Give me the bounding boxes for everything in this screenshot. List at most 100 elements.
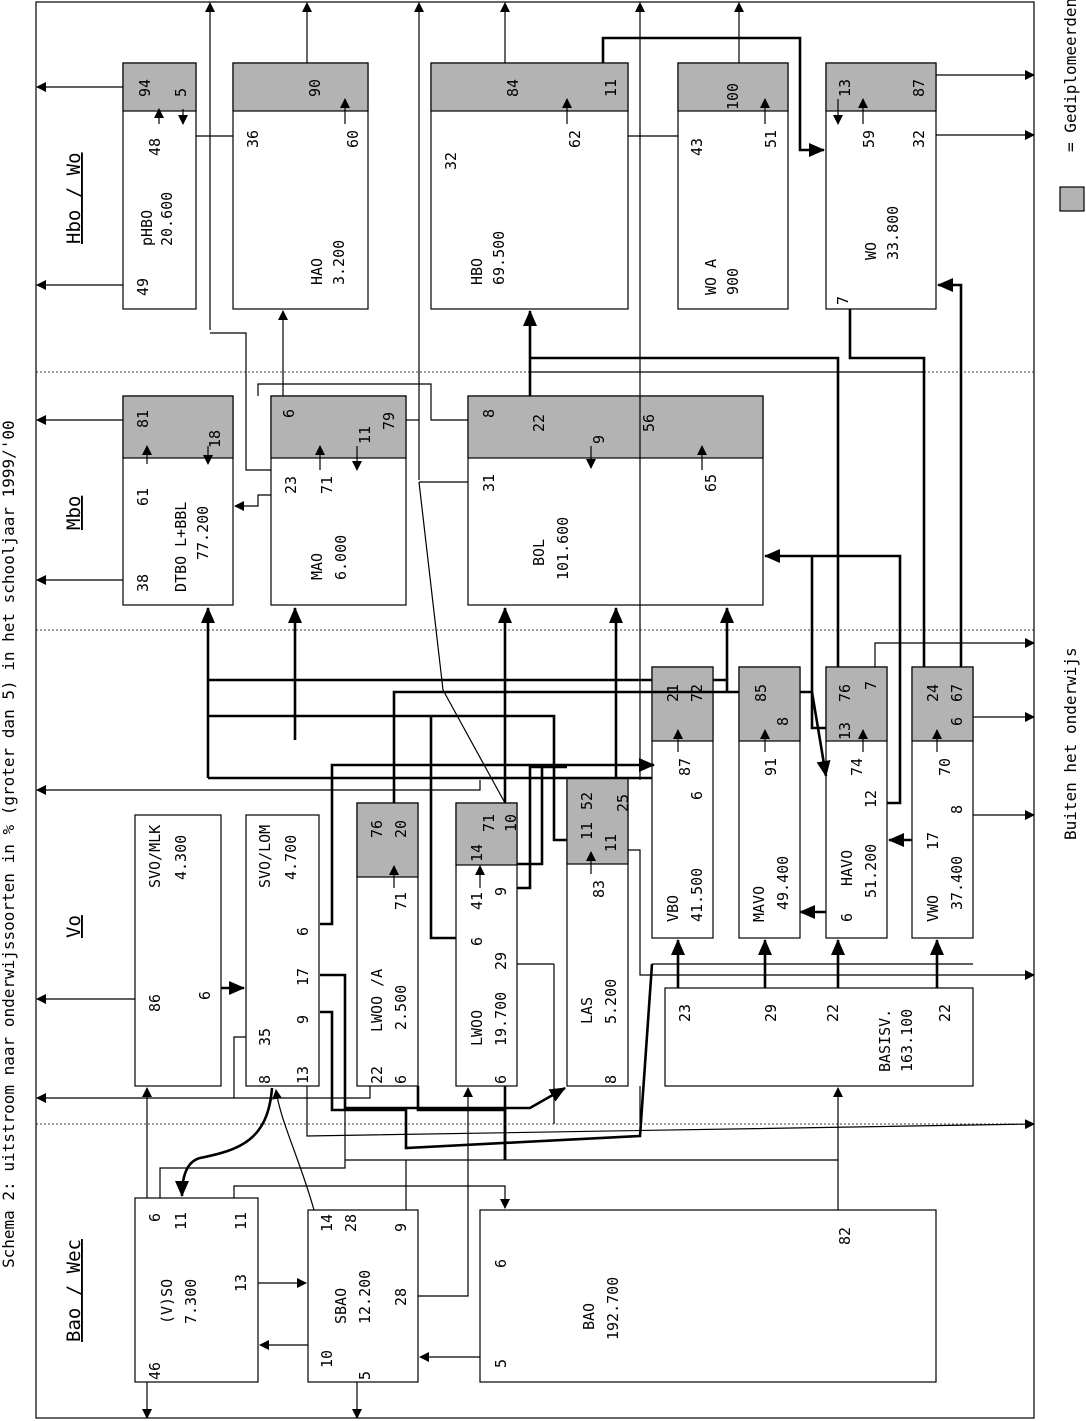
flow-line xyxy=(937,278,963,667)
svg-text:17: 17 xyxy=(924,832,942,850)
flow-line xyxy=(429,716,456,940)
svg-text:6: 6 xyxy=(492,1075,510,1084)
svg-text:WO A: WO A xyxy=(702,259,720,295)
box-vwo: VWO 37.400 24 67 6 70 17 8 xyxy=(911,666,974,939)
svg-text:5: 5 xyxy=(356,1371,374,1380)
svg-text:76: 76 xyxy=(368,820,386,838)
flow-line xyxy=(764,549,902,805)
svg-text:4.300: 4.300 xyxy=(172,835,190,880)
svg-text:29: 29 xyxy=(762,1004,780,1022)
svg-text:8: 8 xyxy=(602,1075,620,1084)
svg-text:VBO: VBO xyxy=(664,895,682,922)
box-svo-mlk: SVO/MLK 4.300 86 6 xyxy=(134,814,222,1087)
svg-text:MAVO: MAVO xyxy=(750,886,768,922)
flow-line xyxy=(601,36,825,157)
svg-text:91: 91 xyxy=(762,758,780,776)
svg-text:22: 22 xyxy=(824,1004,842,1022)
flow-line xyxy=(36,780,481,795)
svg-text:83: 83 xyxy=(590,880,608,898)
svg-text:61: 61 xyxy=(134,488,152,506)
flow-line xyxy=(713,678,729,692)
svg-text:22: 22 xyxy=(530,414,548,432)
svg-text:13: 13 xyxy=(294,1066,312,1084)
svg-text:46: 46 xyxy=(146,1362,164,1380)
flow-line xyxy=(210,332,271,471)
svg-text:LWOO /A: LWOO /A xyxy=(368,969,386,1032)
svg-text:BASISV.: BASISV. xyxy=(876,1009,894,1072)
svg-text:17: 17 xyxy=(294,968,312,986)
box-lwoo-a: LWOO /A 2.500 76 20 71 22 6 xyxy=(356,802,419,1087)
svg-text:82: 82 xyxy=(836,1227,854,1245)
svg-text:6: 6 xyxy=(838,913,856,922)
svg-text:11: 11 xyxy=(356,426,374,444)
box-hbo: HBO 69.500 84 11 62 32 xyxy=(430,62,629,310)
flow-line xyxy=(234,494,271,511)
svg-text:9: 9 xyxy=(492,887,510,896)
svg-text:(V)SO: (V)SO xyxy=(158,1279,176,1324)
svg-text:31: 31 xyxy=(480,474,498,492)
svg-text:WO: WO xyxy=(862,242,880,260)
svg-text:VWO: VWO xyxy=(924,895,942,922)
svg-text:SVO/LOM: SVO/LOM xyxy=(256,825,274,888)
legend-swatch xyxy=(1059,186,1085,212)
svg-text:8: 8 xyxy=(480,409,498,418)
flow-line xyxy=(517,765,567,890)
svg-text:85: 85 xyxy=(752,684,770,702)
flow-line xyxy=(159,1086,346,1198)
svg-text:37.400: 37.400 xyxy=(948,856,966,910)
svg-text:pHBO: pHBO xyxy=(138,210,156,246)
svg-text:5: 5 xyxy=(172,88,190,97)
svg-text:60: 60 xyxy=(344,130,362,148)
box-mao: MAO 6.000 6 79 11 23 71 xyxy=(270,395,407,606)
box-sbao: SBAO 12.200 10 5 14 28 28 9 xyxy=(307,1209,419,1383)
svg-text:23: 23 xyxy=(282,476,300,494)
svg-text:163.100: 163.100 xyxy=(898,1009,916,1072)
section-label-hbo: Hbo / Wo xyxy=(63,152,85,244)
svg-text:59: 59 xyxy=(860,130,878,148)
svg-text:10: 10 xyxy=(502,814,520,832)
box-hao: HAO 3.200 90 36 60 xyxy=(232,62,369,310)
svg-text:32: 32 xyxy=(442,152,460,170)
flow-line xyxy=(175,1087,274,1197)
svg-text:BOL: BOL xyxy=(530,539,548,566)
svg-text:18: 18 xyxy=(206,430,224,448)
svg-text:5.200: 5.200 xyxy=(602,979,620,1024)
svg-text:28: 28 xyxy=(342,1214,360,1232)
box-las: LAS 5.200 52 25 11 11 83 8 xyxy=(566,777,632,1087)
svg-text:11: 11 xyxy=(172,1212,190,1230)
svg-text:6: 6 xyxy=(146,1213,164,1222)
outside-label: Buiten het onderwijs xyxy=(1061,647,1080,840)
svg-text:7: 7 xyxy=(834,296,852,305)
svg-text:8: 8 xyxy=(256,1075,274,1084)
flow-line xyxy=(272,1089,315,1211)
svg-text:74: 74 xyxy=(848,758,866,776)
svg-text:HAVO: HAVO xyxy=(838,850,856,886)
svg-text:DTBO L+BBL: DTBO L+BBL xyxy=(172,502,190,592)
svg-text:7: 7 xyxy=(862,681,880,690)
svg-text:65: 65 xyxy=(702,474,720,492)
svg-text:81: 81 xyxy=(134,410,152,428)
svg-text:36: 36 xyxy=(244,130,262,148)
flow-line xyxy=(233,1036,246,1098)
svg-text:51.200: 51.200 xyxy=(862,844,880,898)
svg-text:41.500: 41.500 xyxy=(688,868,706,922)
svg-text:32: 32 xyxy=(910,130,928,148)
svg-text:10: 10 xyxy=(318,1350,336,1368)
svg-text:LAS: LAS xyxy=(578,997,596,1024)
legend-label: = Gediplomeerden xyxy=(1061,0,1080,152)
svg-text:41: 41 xyxy=(468,892,486,910)
box-wo: WO 33.800 13 87 59 32 7 xyxy=(825,62,937,310)
svg-text:52: 52 xyxy=(578,792,596,810)
svg-text:2.500: 2.500 xyxy=(392,985,410,1030)
box-vso: (V)SO 7.300 46 6 11 13 11 xyxy=(134,1197,259,1383)
flow-line xyxy=(530,356,840,667)
svg-text:76: 76 xyxy=(836,684,854,702)
svg-text:70: 70 xyxy=(936,758,954,776)
svg-text:11: 11 xyxy=(602,834,620,852)
flow-line xyxy=(392,690,739,803)
svg-text:6.000: 6.000 xyxy=(332,535,350,580)
svg-text:6: 6 xyxy=(688,791,706,800)
svg-text:13: 13 xyxy=(836,722,854,740)
svg-text:LWOO: LWOO xyxy=(468,1010,486,1046)
